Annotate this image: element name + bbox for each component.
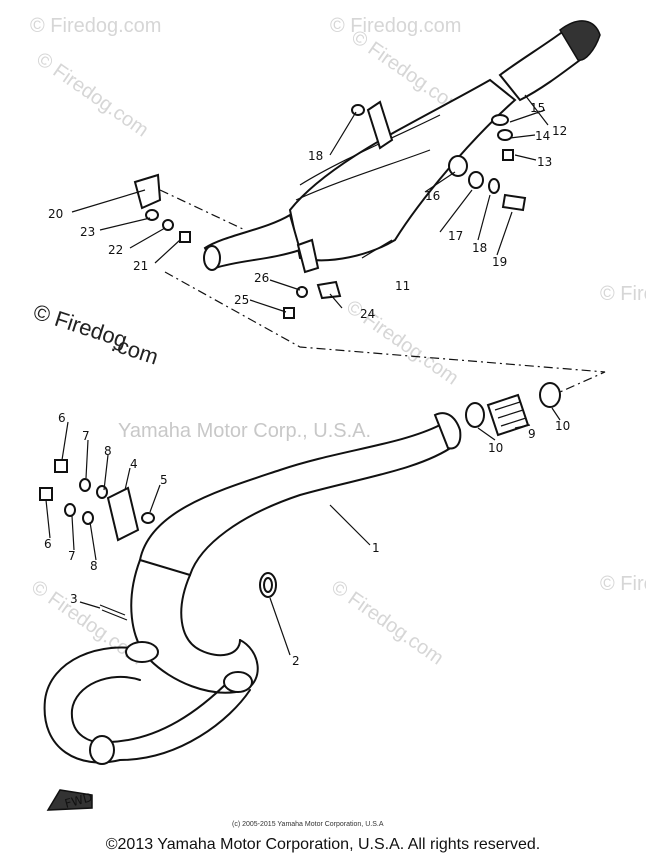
washer [64, 503, 76, 517]
watermark-firedog-side: .com [108, 331, 161, 370]
header-lower-outer [43, 646, 146, 764]
collar [468, 171, 484, 189]
header-return-inner [109, 679, 231, 743]
callout-15: 15 [530, 101, 545, 115]
silencer-body [288, 78, 517, 262]
callout-leaders [45, 94, 561, 656]
callout-19: 19 [492, 255, 507, 269]
bolt [283, 307, 295, 319]
callout-21: 21 [133, 259, 148, 273]
silencer-seam [299, 114, 441, 186]
silencer-lower-bracket [296, 238, 320, 274]
watermark-firedog: © Firedog.com [327, 576, 447, 669]
washer [351, 104, 365, 116]
watermark-yamaha: Yamaha Motor Corp., U.S.A. [118, 420, 371, 442]
callout-7: 7 [68, 549, 76, 563]
fine-print-copyright: (c) 2005-2015 Yamaha Motor Corporation, … [232, 821, 384, 828]
callout-6: 6 [44, 537, 52, 551]
callout-25: 25 [234, 293, 249, 307]
bolt [39, 487, 53, 501]
callout-16: 16 [425, 189, 440, 203]
callout-18: 18 [472, 241, 487, 255]
washer [79, 478, 91, 492]
callout-9: 9 [528, 427, 536, 441]
callout-8: 8 [90, 559, 98, 573]
callout-labels: 1 2 3 4 5 6 6 7 7 8 8 9 10 10 11 12 13 1… [44, 101, 570, 811]
header-joint [223, 671, 253, 693]
callout-17: 17 [448, 229, 463, 243]
callout-7: 7 [82, 429, 90, 443]
silencer-bracket [366, 100, 394, 150]
callout-24: 24 [360, 307, 375, 321]
header-bend-outer [130, 559, 259, 694]
callout-22: 22 [108, 243, 123, 257]
callout-5: 5 [160, 473, 168, 487]
callout-3: 3 [70, 592, 78, 606]
washer [491, 114, 509, 126]
header-flange [125, 641, 159, 663]
watermark-firedog: © Firedog.com [600, 283, 646, 305]
callout-12: 12 [552, 124, 567, 138]
hose-clamp [465, 402, 485, 428]
silencer-assembly [133, 20, 606, 393]
callout-8: 8 [104, 444, 112, 458]
callout-23: 23 [80, 225, 95, 239]
expansion-chamber-body [138, 423, 457, 577]
exhaust-pipe-assembly [39, 382, 561, 811]
hose-clamp [539, 382, 561, 408]
spring [99, 604, 128, 621]
silencer-mount-bracket [133, 173, 162, 210]
chamber-outlet [433, 412, 462, 450]
callout-11: 11 [395, 279, 410, 293]
watermark-firedog: © Firedog.com [600, 573, 646, 595]
callout-4: 4 [130, 457, 138, 471]
callout-13: 13 [537, 155, 552, 169]
header-return [119, 689, 251, 761]
callout-2: 2 [292, 654, 300, 668]
watermark-group: © Firedog.com © Firedog.com © Firedog.co… [27, 15, 646, 669]
washer [497, 129, 513, 141]
washer [141, 512, 155, 524]
silencer-seam [295, 149, 431, 201]
bolt [502, 149, 514, 161]
callout-1: 1 [372, 541, 380, 555]
callout-6: 6 [58, 411, 66, 425]
bolt [54, 459, 68, 473]
callout-10: 10 [555, 419, 570, 433]
callout-10: 10 [488, 441, 503, 455]
pipe-bracket [106, 486, 140, 542]
gasket-hole [263, 577, 273, 593]
washer [82, 511, 94, 525]
header-joint [89, 735, 115, 765]
leader-lines [45, 94, 561, 656]
washer [296, 286, 308, 298]
callout-14: 14 [535, 129, 550, 143]
callout-26: 26 [254, 271, 269, 285]
tail-cone [559, 20, 601, 61]
forward-arrow-icon [46, 789, 93, 811]
bolt [501, 193, 527, 212]
joint-ribs [494, 401, 527, 427]
footer-copyright: ©2013 Yamaha Motor Corporation, U.S.A. A… [105, 836, 541, 853]
silencer-inlet-end [203, 245, 221, 271]
watermark-firedog: © Firedog.com [330, 15, 461, 37]
assembly-boundary [159, 189, 606, 393]
callout-20: 20 [48, 207, 63, 221]
washer [488, 178, 500, 194]
watermark-firedog: © Firedog.com [30, 15, 161, 37]
callout-18: 18 [308, 149, 323, 163]
header-lower-inner [70, 675, 141, 744]
header-bend-inner [180, 574, 241, 657]
washer [96, 485, 108, 499]
washer [145, 209, 159, 221]
washer [162, 219, 174, 231]
rubber-damper [316, 280, 342, 300]
grommet [448, 155, 468, 177]
bolt [179, 231, 191, 243]
watermark-firedog: © Firedog.com [32, 48, 152, 141]
